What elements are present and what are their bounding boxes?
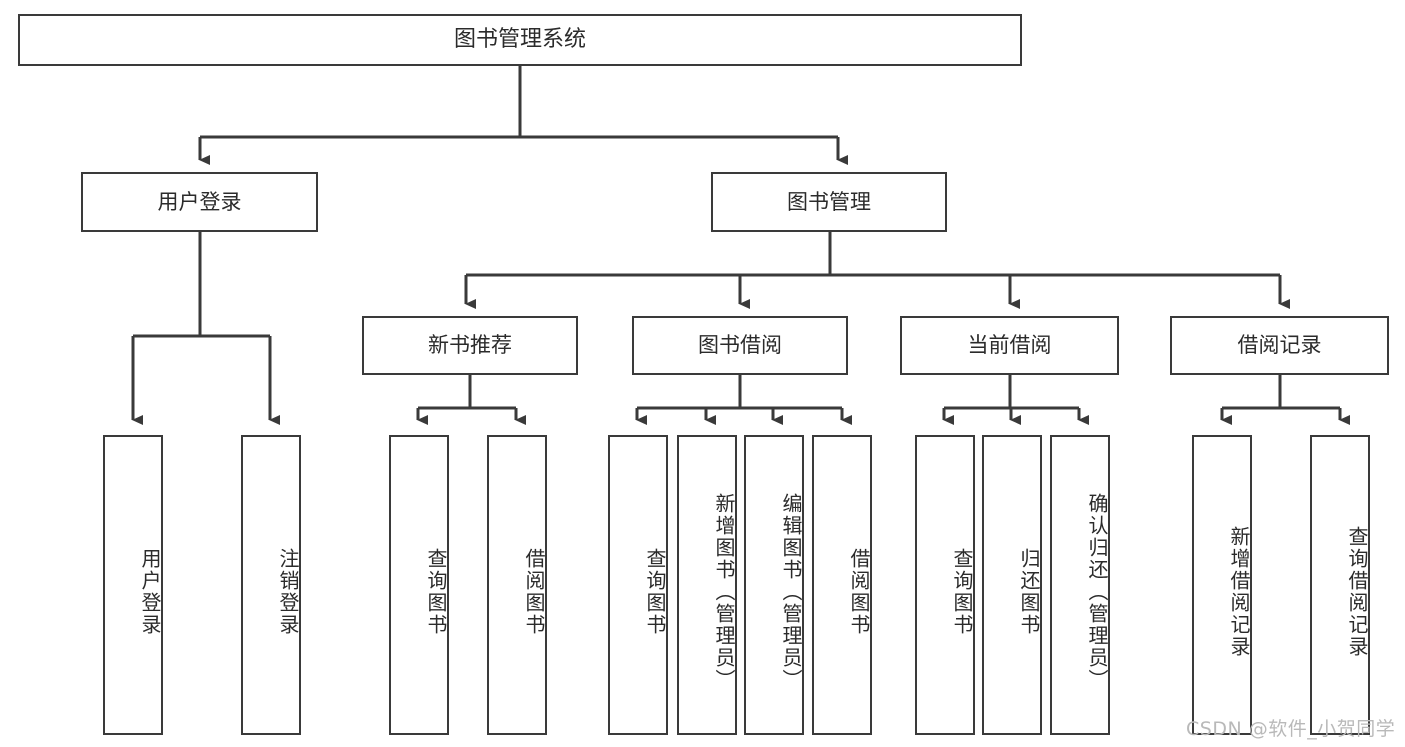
leaf-label: 新增借阅记录 (1227, 526, 1251, 658)
leaf-label: 编辑图书（管理员） (779, 493, 803, 691)
leaf-add-book-admin[interactable]: 新增图书（管理员） (677, 435, 737, 735)
leaf-label: 查询借阅记录 (1345, 526, 1369, 658)
watermark-text: CSDN @软件_小贺同学 (1186, 718, 1396, 740)
leaf-borrow-books[interactable]: 借阅图书 (812, 435, 872, 735)
node-root-system[interactable]: 图书管理系统 (18, 14, 1022, 66)
node-book-borrow[interactable]: 图书借阅 (632, 316, 848, 375)
node-borrow-records[interactable]: 借阅记录 (1170, 316, 1389, 375)
leaf-edit-book-admin[interactable]: 编辑图书（管理员） (744, 435, 804, 735)
leaf-label: 新增图书（管理员） (712, 493, 736, 691)
leaf-label: 查询图书 (424, 548, 448, 636)
leaf-label: 归还图书 (1017, 548, 1041, 636)
leaf-borrow-books-new[interactable]: 借阅图书 (487, 435, 547, 735)
leaf-query-books-borrow[interactable]: 查询图书 (608, 435, 668, 735)
node-user-login[interactable]: 用户登录 (81, 172, 318, 232)
leaf-label: 借阅图书 (522, 548, 546, 636)
leaf-label: 注销登录 (276, 548, 300, 636)
leaf-add-borrow-record[interactable]: 新增借阅记录 (1192, 435, 1252, 735)
node-new-book-recommend[interactable]: 新书推荐 (362, 316, 578, 375)
leaf-label: 用户登录 (138, 548, 162, 636)
leaf-query-books-current[interactable]: 查询图书 (915, 435, 975, 735)
leaf-label: 查询图书 (643, 548, 667, 636)
leaf-confirm-return-admin[interactable]: 确认归还（管理员） (1050, 435, 1110, 735)
node-current-borrow[interactable]: 当前借阅 (900, 316, 1119, 375)
node-book-management[interactable]: 图书管理 (711, 172, 947, 232)
leaf-label: 查询图书 (950, 548, 974, 636)
leaf-query-books-new[interactable]: 查询图书 (389, 435, 449, 735)
leaf-query-borrow-record[interactable]: 查询借阅记录 (1310, 435, 1370, 735)
leaf-label: 确认归还（管理员） (1085, 493, 1109, 691)
leaf-user-login[interactable]: 用户登录 (103, 435, 163, 735)
leaf-logout[interactable]: 注销登录 (241, 435, 301, 735)
leaf-label: 借阅图书 (847, 548, 871, 636)
leaf-return-books[interactable]: 归还图书 (982, 435, 1042, 735)
